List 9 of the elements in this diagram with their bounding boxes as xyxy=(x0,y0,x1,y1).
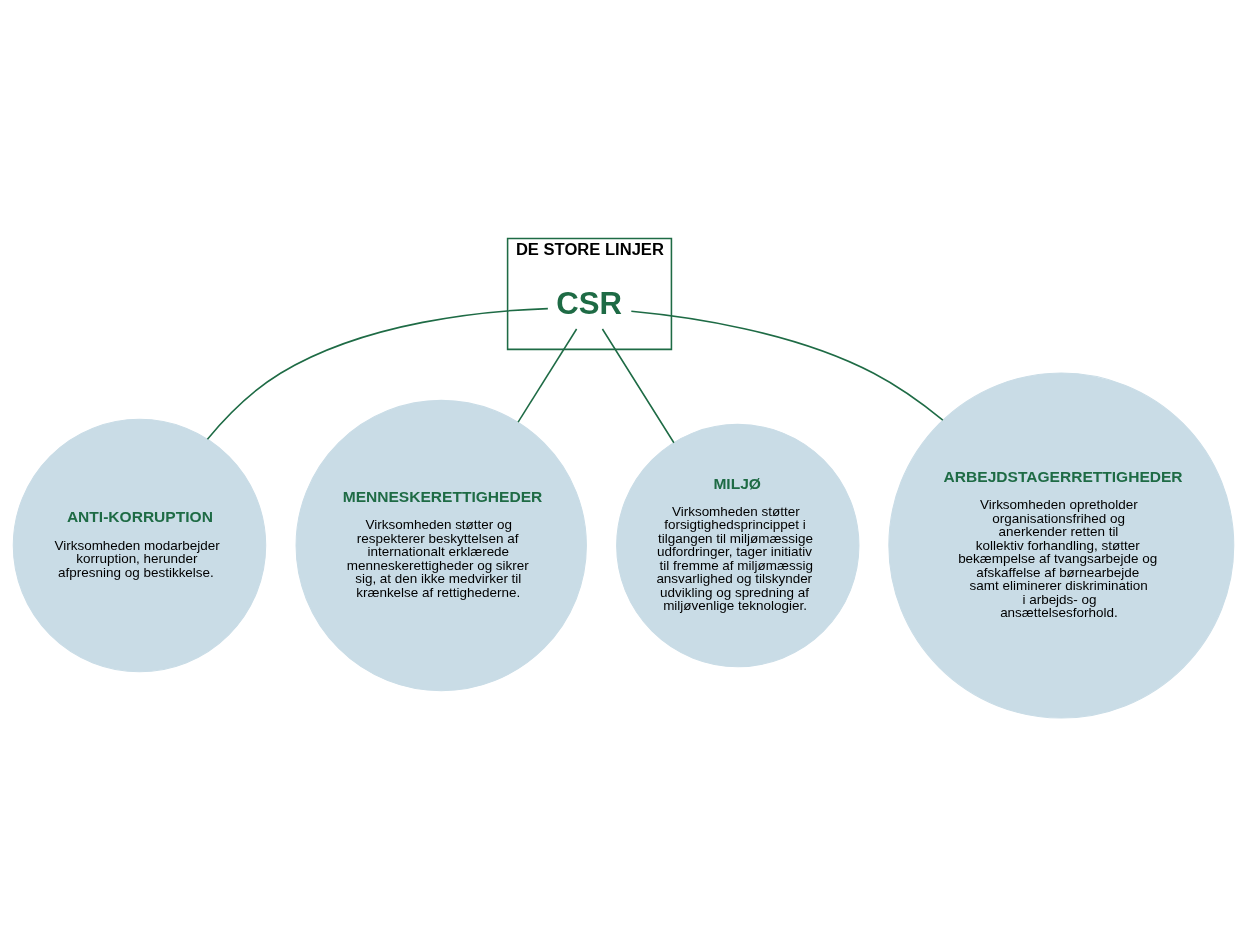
node-circle: MILJØ Virksomheden støtter forsigtighedsprincippet i tilgangen til miljømæssige udfordringer, tager initiativ til fremme af miljømæssig ansvarlighed og tilskynder udvikling og spredning af miljøvenlige teknologier. xyxy=(616,423,860,668)
connector xyxy=(601,328,675,444)
node-circle: MENNESKERETTIGHEDER Virksomheden støtter og respekterer beskyttelsen af internationalt erklærede menneskerettigheder og sikrer sig, at den ikke medvirker til krænkelse af rettighederne. xyxy=(295,399,587,692)
connector xyxy=(517,328,578,423)
node-circle: ARBEJDSTAGERRETTIGHEDER Virksomheden opretholder organisationsfrihed og anerkender retten til kollektiv forhandling, støtter bekæmpelse af tvangsarbejde og afskaffelse af børnearbejde samt eliminerer diskrimination i arbejds- og ansættelsesforhold. xyxy=(888,372,1235,719)
node-text: CSR xyxy=(556,286,622,322)
node-circle: ANTI-KORRUPTION Virksomheden modarbejder korruption, herunder afpresning og bestikkelse. xyxy=(12,418,267,673)
connector xyxy=(206,307,549,440)
connector xyxy=(630,310,944,421)
